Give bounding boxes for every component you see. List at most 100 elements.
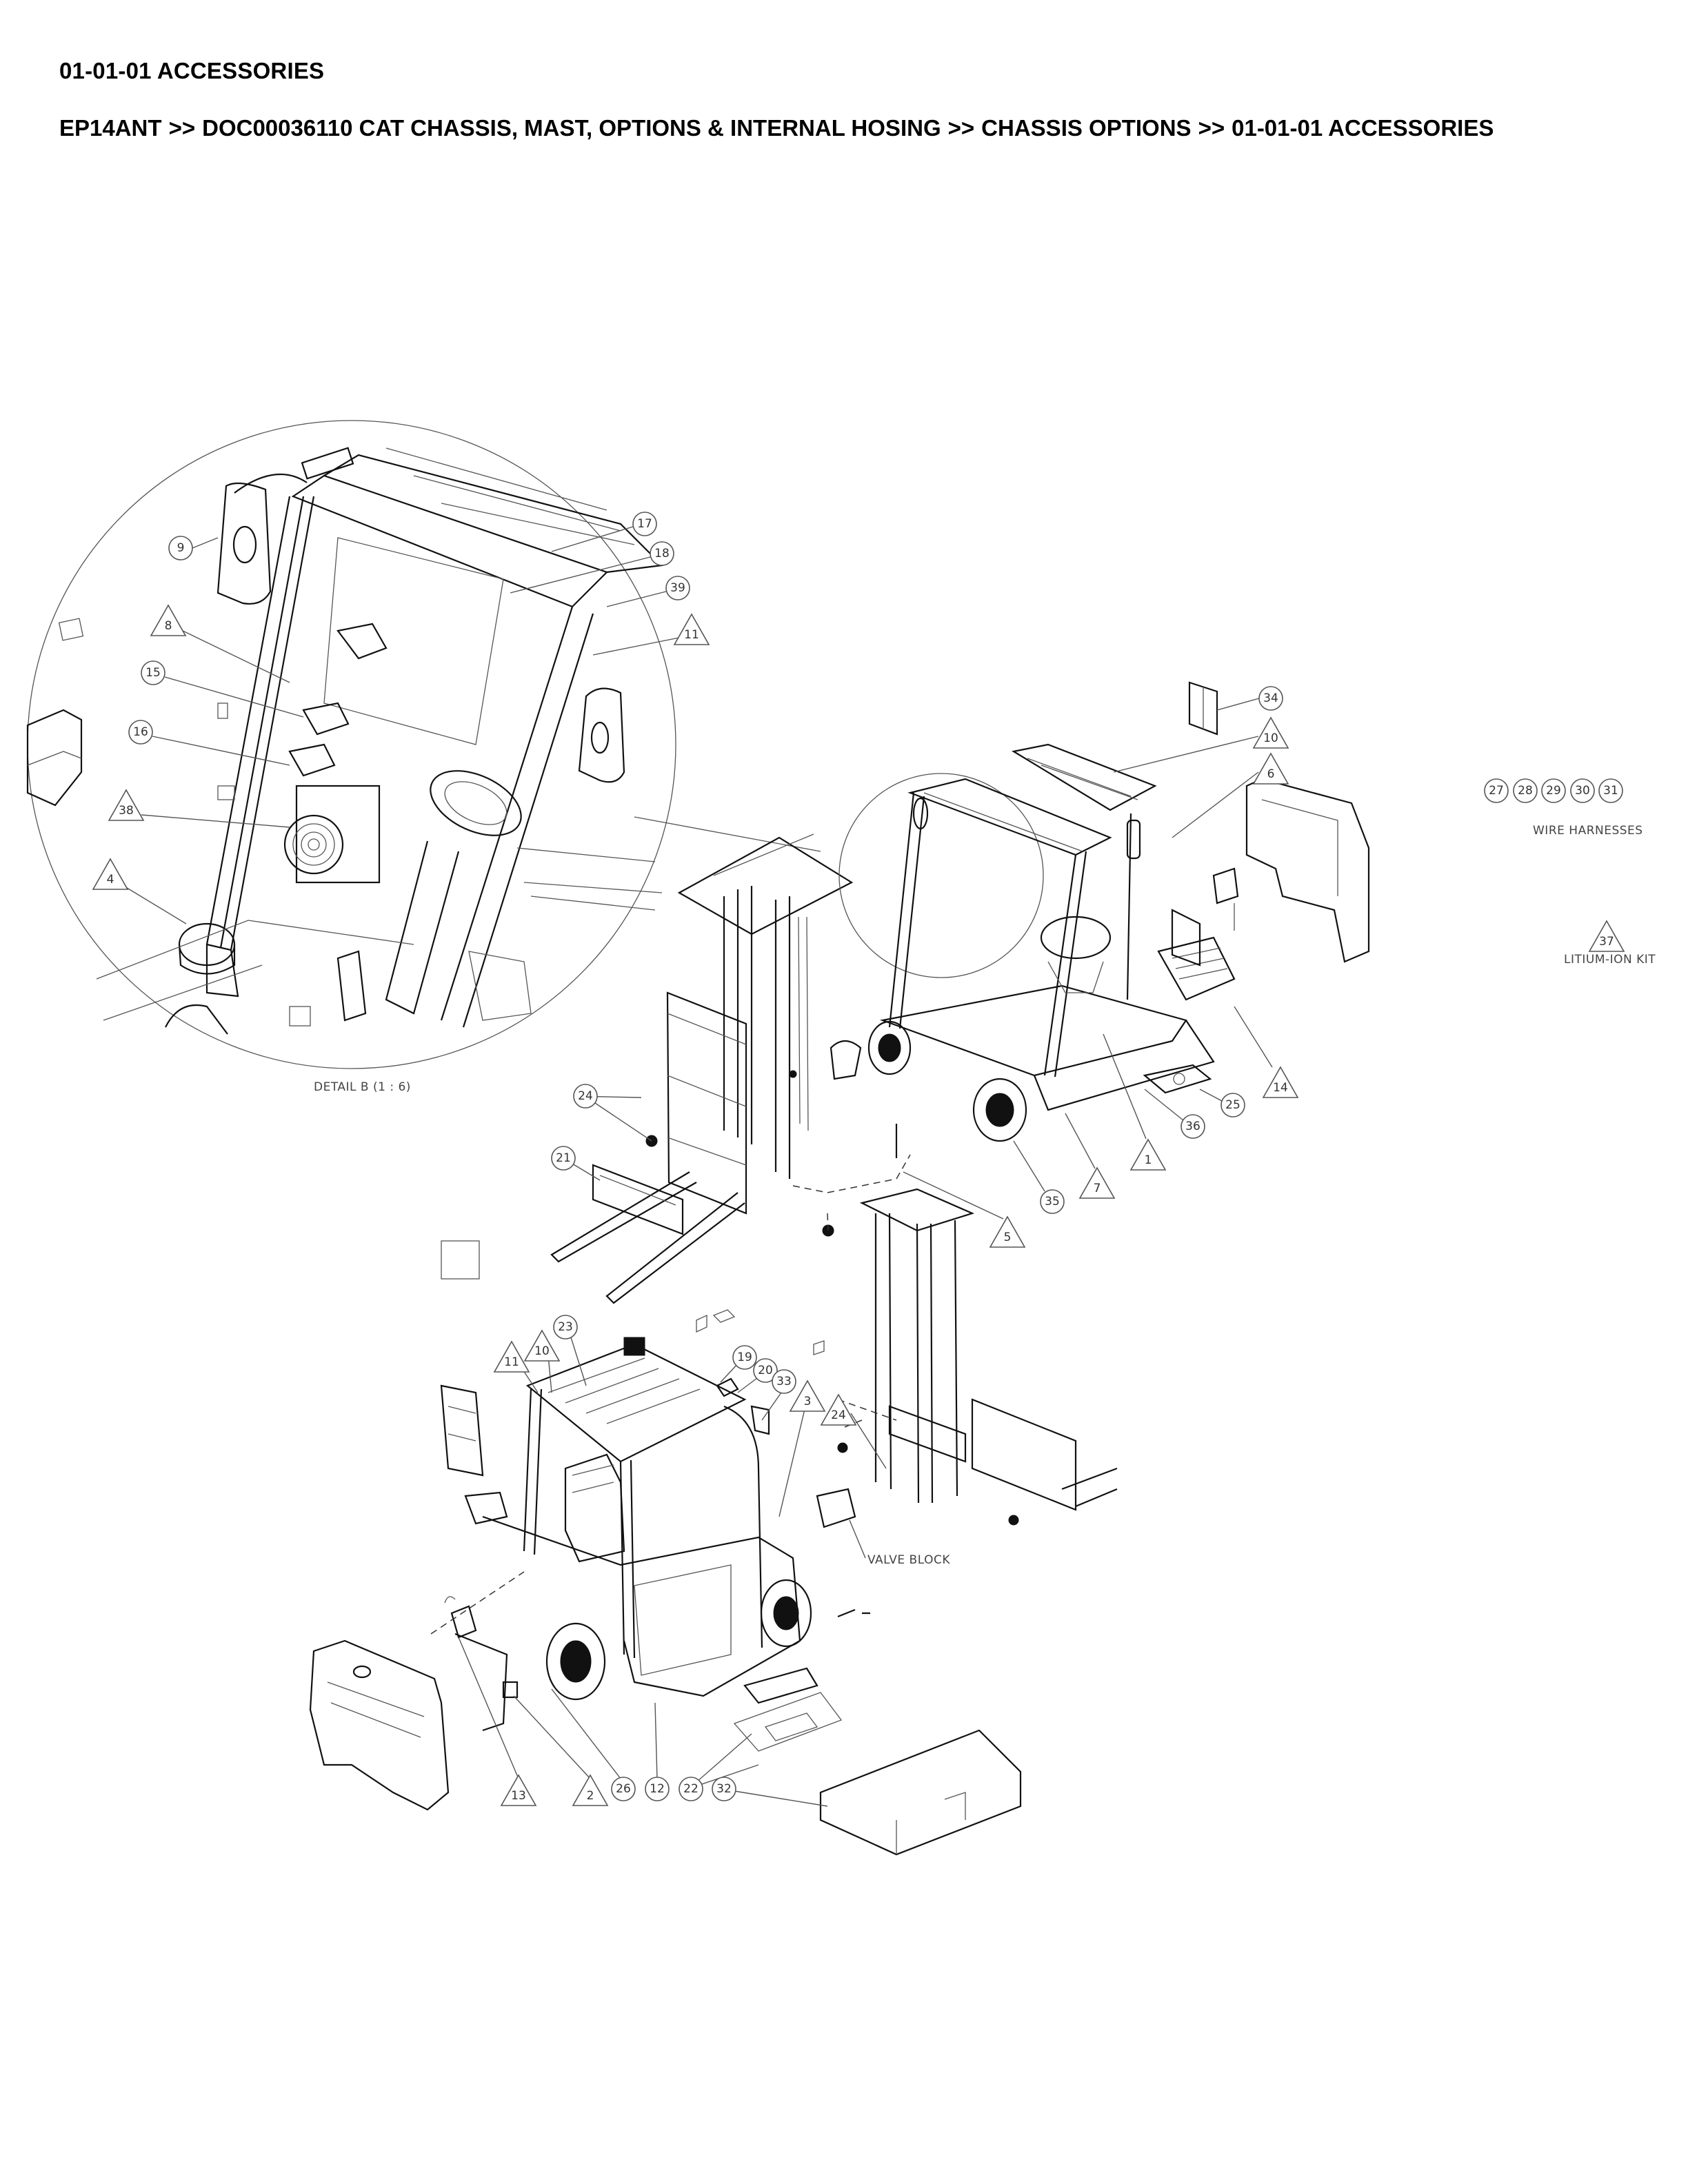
callout-circle-9[interactable]: 9 xyxy=(168,536,193,560)
callout-circle-27[interactable]: 27 xyxy=(1484,778,1509,803)
svg-text:29: 29 xyxy=(1546,784,1561,798)
svg-text:37: 37 xyxy=(1599,935,1614,949)
callout-triangle-14[interactable]: 14 xyxy=(1262,1066,1299,1098)
svg-text:23: 23 xyxy=(558,1320,573,1334)
truck-upper-right xyxy=(838,681,1370,1220)
mast-assembly-upper xyxy=(441,833,911,1304)
callout-circle-34[interactable]: 34 xyxy=(1258,686,1283,711)
callout-circle-26[interactable]: 26 xyxy=(611,1777,636,1801)
svg-text:11: 11 xyxy=(684,628,699,642)
svg-text:24: 24 xyxy=(578,1089,593,1103)
detail-b-view: DETAIL B (1 : 6) xyxy=(26,420,680,1094)
lithium-ion-kit-label: LITIUM-ION KIT xyxy=(1564,953,1656,967)
svg-text:33: 33 xyxy=(776,1375,792,1388)
svg-text:26: 26 xyxy=(616,1782,631,1796)
detail-label: DETAIL B (1 : 6) xyxy=(314,1080,411,1094)
callout-triangle-5[interactable]: 5 xyxy=(989,1215,1026,1248)
svg-text:9: 9 xyxy=(177,541,185,555)
page-title: 01-01-01 ACCESSORIES xyxy=(59,58,325,83)
callout-triangle-2[interactable]: 2 xyxy=(572,1774,609,1806)
svg-text:21: 21 xyxy=(556,1151,571,1165)
callout-triangle-7[interactable]: 7 xyxy=(1078,1166,1116,1199)
mast-assembly-lower: VALVE BLOCK xyxy=(816,1188,1118,1618)
svg-text:39: 39 xyxy=(670,581,685,595)
svg-text:28: 28 xyxy=(1518,784,1533,798)
callout-circle-30[interactable]: 30 xyxy=(1570,778,1595,803)
breadcrumb: EP14ANT>>DOC00036110 CAT CHASSIS, MAST, … xyxy=(59,115,1494,141)
breadcrumb-item-section[interactable]: CHASSIS OPTIONS xyxy=(981,115,1192,141)
svg-text:24: 24 xyxy=(831,1408,846,1422)
svg-text:22: 22 xyxy=(683,1782,699,1796)
svg-text:5: 5 xyxy=(1004,1231,1012,1244)
svg-text:25: 25 xyxy=(1225,1098,1240,1112)
svg-text:13: 13 xyxy=(511,1789,526,1803)
callout-circle-25[interactable]: 25 xyxy=(1220,1093,1245,1118)
svg-text:31: 31 xyxy=(1603,784,1618,798)
callout-circle-31[interactable]: 31 xyxy=(1598,778,1623,803)
callout-triangle-38[interactable]: 38 xyxy=(108,789,145,821)
callout-triangle-37[interactable]: 37 xyxy=(1588,920,1625,952)
svg-text:12: 12 xyxy=(650,1782,665,1796)
svg-text:27: 27 xyxy=(1489,784,1504,798)
svg-text:11: 11 xyxy=(504,1355,519,1369)
callout-circle-19[interactable]: 19 xyxy=(732,1345,757,1370)
callout-circle-22[interactable]: 22 xyxy=(679,1777,703,1801)
breadcrumb-item-document[interactable]: DOC00036110 CAT CHASSIS, MAST, OPTIONS &… xyxy=(202,115,941,141)
svg-text:34: 34 xyxy=(1263,691,1278,705)
callout-circle-16[interactable]: 16 xyxy=(128,720,153,745)
callout-triangle-10[interactable]: 10 xyxy=(1252,716,1289,749)
callout-circle-33[interactable]: 33 xyxy=(772,1369,796,1394)
breadcrumb-item-model[interactable]: EP14ANT xyxy=(59,115,162,141)
svg-text:35: 35 xyxy=(1045,1195,1060,1209)
truck-lower-left xyxy=(309,1309,1022,1856)
svg-text:38: 38 xyxy=(119,804,134,818)
svg-text:19: 19 xyxy=(737,1351,752,1364)
svg-text:14: 14 xyxy=(1273,1081,1288,1095)
callout-triangle-10[interactable]: 10 xyxy=(523,1329,561,1362)
svg-text:6: 6 xyxy=(1267,767,1275,781)
breadcrumb-separator: >> xyxy=(168,115,196,141)
callout-triangles: 8 38 4 11 10 6 37 14 1 7 5 11 10 3 24 13 2 xyxy=(92,604,1625,1806)
wire-harnesses-label: WIRE HARNESSES xyxy=(1533,824,1643,838)
svg-text:18: 18 xyxy=(654,547,670,560)
callout-circle-15[interactable]: 15 xyxy=(141,660,165,685)
callout-triangle-3[interactable]: 3 xyxy=(789,1379,826,1412)
svg-text:17: 17 xyxy=(637,517,652,531)
svg-text:1: 1 xyxy=(1145,1153,1152,1167)
svg-text:2: 2 xyxy=(587,1789,594,1803)
callout-circle-28[interactable]: 28 xyxy=(1513,778,1538,803)
callout-triangle-1[interactable]: 1 xyxy=(1129,1138,1167,1171)
callout-circle-32[interactable]: 32 xyxy=(712,1777,736,1801)
svg-text:15: 15 xyxy=(145,666,161,680)
callout-circle-20[interactable]: 20 xyxy=(753,1358,778,1383)
svg-text:30: 30 xyxy=(1575,784,1590,798)
svg-text:10: 10 xyxy=(1263,731,1278,745)
callout-circle-35[interactable]: 35 xyxy=(1040,1189,1065,1214)
callout-triangle-11[interactable]: 11 xyxy=(493,1340,530,1373)
callout-triangle-8[interactable]: 8 xyxy=(150,604,187,636)
svg-text:16: 16 xyxy=(133,725,148,739)
callout-circle-18[interactable]: 18 xyxy=(650,541,674,566)
callout-circle-29[interactable]: 29 xyxy=(1541,778,1566,803)
breadcrumb-separator: >> xyxy=(947,115,975,141)
callout-triangle-11[interactable]: 11 xyxy=(673,613,710,645)
callout-triangle-6[interactable]: 6 xyxy=(1252,752,1289,785)
callout-circle-21[interactable]: 21 xyxy=(551,1146,576,1171)
callout-triangle-4[interactable]: 4 xyxy=(92,858,129,890)
svg-text:32: 32 xyxy=(716,1782,732,1796)
callout-triangle-13[interactable]: 13 xyxy=(500,1774,537,1806)
svg-text:8: 8 xyxy=(165,619,172,633)
svg-text:36: 36 xyxy=(1185,1120,1200,1133)
callout-triangle-24[interactable]: 24 xyxy=(820,1393,857,1426)
callout-circle-24[interactable]: 24 xyxy=(573,1084,598,1109)
callout-circle-17[interactable]: 17 xyxy=(632,512,657,536)
callout-circle-36[interactable]: 36 xyxy=(1180,1114,1205,1139)
svg-text:20: 20 xyxy=(758,1364,773,1377)
callout-circle-12[interactable]: 12 xyxy=(645,1777,670,1801)
svg-text:3: 3 xyxy=(804,1395,812,1408)
breadcrumb-separator: >> xyxy=(1198,115,1225,141)
callout-circle-39[interactable]: 39 xyxy=(665,576,690,600)
callout-circle-23[interactable]: 23 xyxy=(553,1315,578,1339)
